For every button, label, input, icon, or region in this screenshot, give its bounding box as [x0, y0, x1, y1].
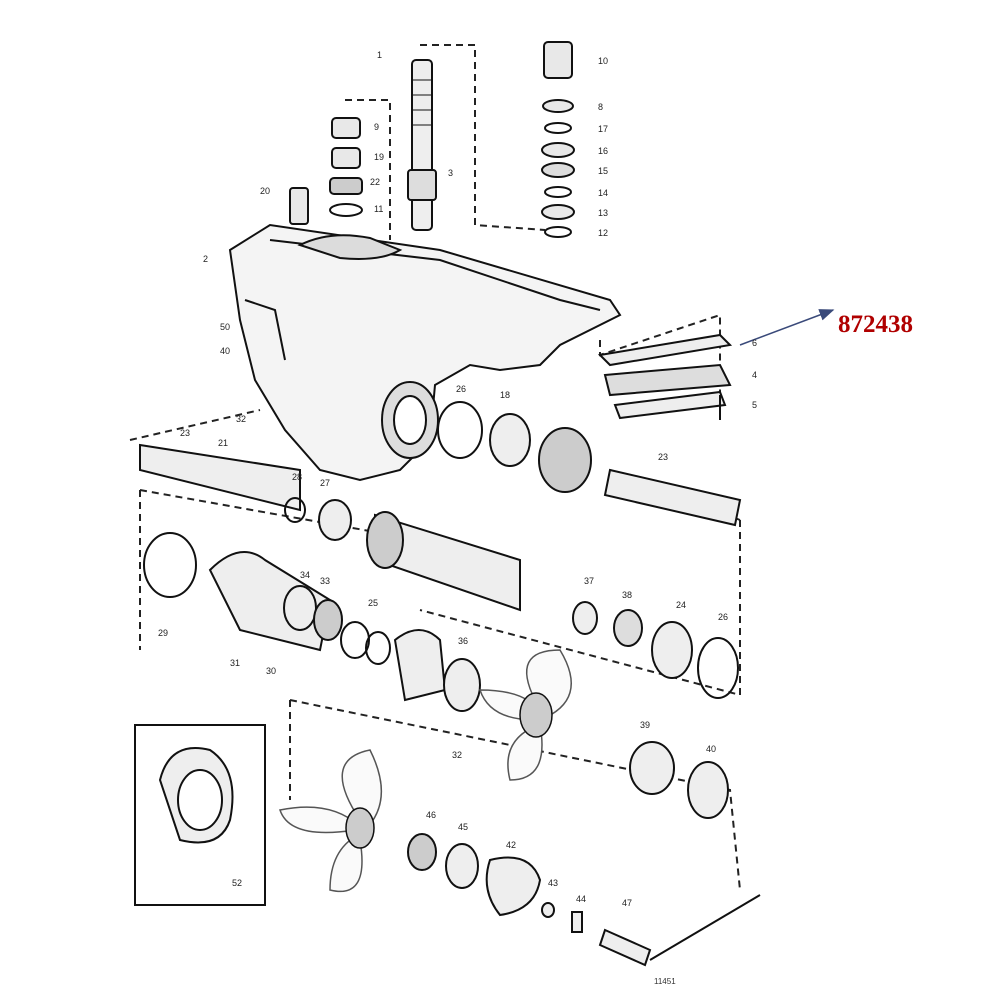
- callout-14: 14: [598, 188, 608, 198]
- callout-19: 19: [374, 152, 384, 162]
- propeller-shaft-row: [139, 401, 742, 699]
- callout-29: 29: [158, 628, 168, 638]
- callout-32b: 32: [236, 414, 246, 424]
- gear-housing: [228, 223, 622, 482]
- callout-22: 22: [370, 177, 380, 187]
- callout-46: 46: [426, 810, 436, 820]
- callout-39: 39: [640, 720, 650, 730]
- part-number-arrow: [739, 309, 835, 346]
- propellers: [279, 649, 572, 893]
- callout-2: 2: [203, 254, 208, 264]
- drawing-reference: 11451: [654, 977, 676, 986]
- callout-3: 3: [448, 168, 453, 178]
- vertical-drive-shaft: [407, 59, 437, 231]
- callout-23: 23: [180, 428, 190, 438]
- callout-37: 37: [584, 576, 594, 586]
- callout-33: 33: [320, 576, 330, 586]
- callout-24: 24: [676, 600, 686, 610]
- callout-4: 4: [752, 370, 757, 380]
- callout-10: 10: [598, 56, 608, 66]
- callout-30: 30: [266, 666, 276, 676]
- nut-and-cone: [407, 741, 761, 967]
- callout-13: 13: [598, 208, 608, 218]
- callout-18: 18: [500, 390, 510, 400]
- right-bearing-stack: [541, 41, 575, 238]
- callout-16: 16: [598, 146, 608, 156]
- callout-40b: 40: [220, 346, 230, 356]
- callout-23b: 23: [658, 452, 668, 462]
- callout-26b: 26: [456, 384, 466, 394]
- callout-36: 36: [458, 636, 468, 646]
- callout-27: 27: [320, 478, 330, 488]
- callout-44: 44: [576, 894, 586, 904]
- callout-21: 21: [218, 438, 228, 448]
- callout-20: 20: [260, 186, 270, 196]
- callout-50: 50: [220, 322, 230, 332]
- callout-32: 32: [452, 750, 462, 760]
- callout-52: 52: [232, 878, 242, 888]
- callout-17: 17: [598, 124, 608, 134]
- callout-labels: 1 2 3 4 5 6 8 9 10 11 12 13 14 15 16 17 …: [158, 50, 757, 908]
- callout-42: 42: [506, 840, 516, 850]
- bearing-carrier-row: [143, 532, 481, 712]
- callout-38: 38: [622, 590, 632, 600]
- callout-5: 5: [752, 400, 757, 410]
- callout-9: 9: [374, 122, 379, 132]
- part-number: 872438: [838, 311, 913, 338]
- callout-15: 15: [598, 166, 608, 176]
- callout-28: 28: [292, 472, 302, 482]
- callout-8: 8: [598, 102, 603, 112]
- callout-25: 25: [368, 598, 378, 608]
- callout-12: 12: [598, 228, 608, 238]
- callout-47: 47: [622, 898, 632, 908]
- callout-1: 1: [377, 50, 382, 60]
- callout-11: 11: [374, 204, 383, 214]
- callout-26: 26: [718, 612, 728, 622]
- assembly-lines: [129, 44, 741, 891]
- callout-40: 40: [706, 744, 716, 754]
- inset-detail-box: [134, 724, 266, 906]
- callout-43: 43: [548, 878, 558, 888]
- callout-31: 31: [230, 658, 240, 668]
- callout-6: 6: [752, 338, 757, 348]
- callout-45: 45: [458, 822, 468, 832]
- anode-and-gaskets: [597, 333, 733, 420]
- left-bearing-stack: [289, 117, 363, 225]
- callout-34: 34: [300, 570, 310, 580]
